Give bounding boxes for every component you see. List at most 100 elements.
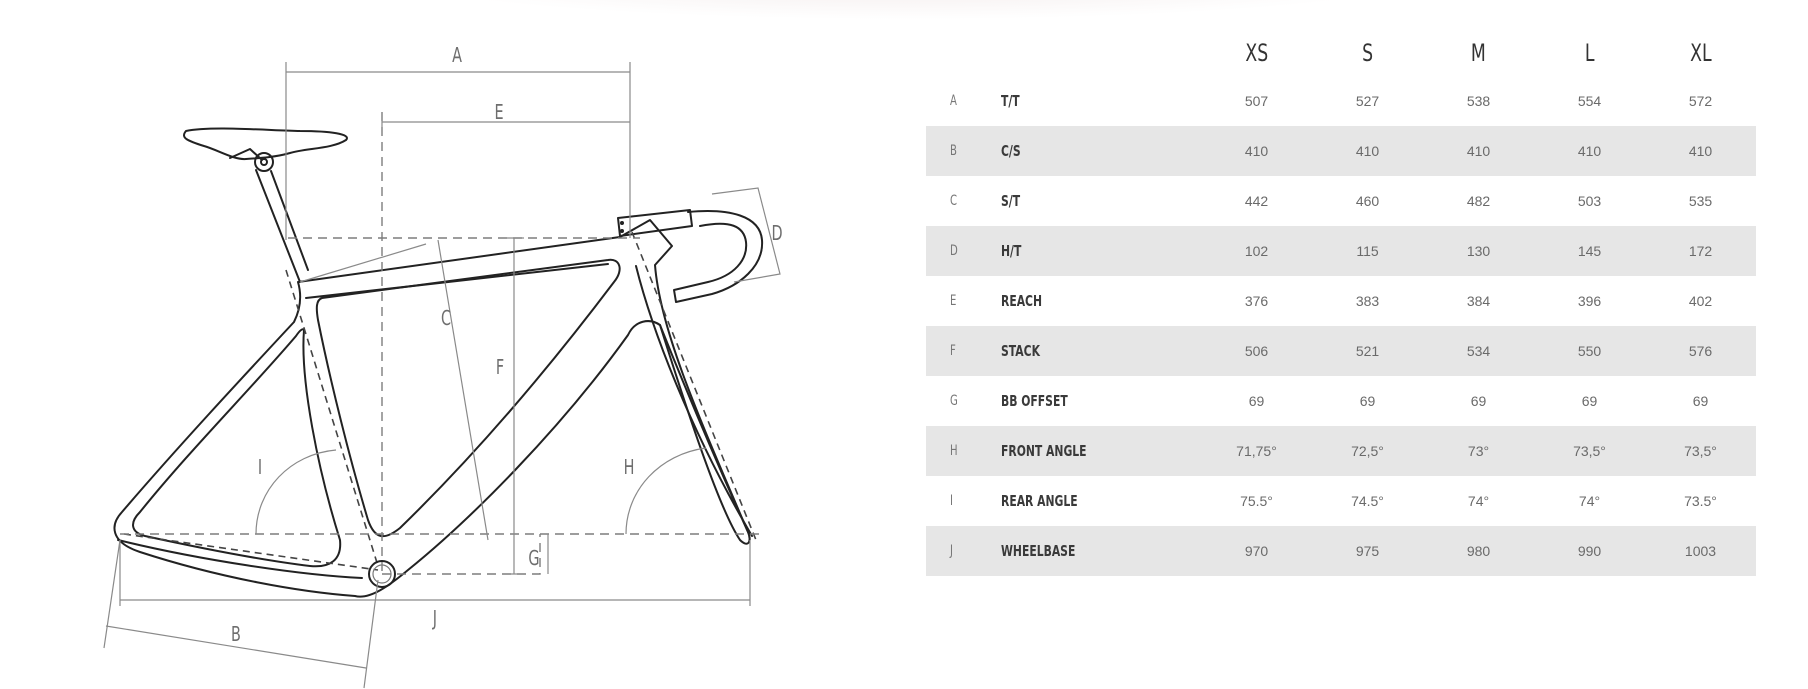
dimension-value: 534	[1423, 326, 1534, 376]
dimension-value: 402	[1688, 293, 1713, 309]
table-row: G BB OFFSET 69 69 69 69 69	[926, 376, 1756, 426]
table-row: E REACH 376 383 384 396 402	[926, 276, 1756, 326]
main-triangle-inner	[315, 258, 621, 538]
dimension-name: REAR ANGLE	[1001, 492, 1078, 510]
size-header: XS	[1245, 39, 1268, 67]
dim-label-j: J	[432, 608, 437, 631]
dimension-value: 990	[1534, 526, 1645, 576]
dim-label-h: H	[624, 457, 635, 480]
dimension-value: 102	[1201, 226, 1312, 276]
dimension-code: D	[926, 226, 1001, 276]
dimension-value: 506	[1201, 326, 1312, 376]
dimension-name: BB OFFSET	[1001, 392, 1068, 410]
dimension-value: 172	[1645, 226, 1756, 276]
dimension-code: G	[950, 393, 958, 409]
dimension-value: 507	[1244, 93, 1269, 109]
dimension-value: 115	[1312, 226, 1423, 276]
dimension-code: A	[950, 93, 957, 109]
dim-d-line	[711, 187, 781, 283]
stem-bolt-1	[620, 221, 624, 225]
dimension-value: 521	[1312, 326, 1423, 376]
dimension-value: 383	[1355, 293, 1380, 309]
dimension-value: 576	[1645, 326, 1756, 376]
stem	[617, 209, 693, 237]
dimension-code: E	[950, 293, 957, 309]
dim-f-line	[504, 237, 524, 575]
dimension-code: C	[950, 193, 958, 209]
dimension-value: 482	[1466, 193, 1491, 209]
dimension-value: 74°	[1578, 493, 1601, 509]
dimension-value: 69	[1692, 393, 1709, 409]
seatpost	[255, 169, 309, 283]
dimension-value: 73,5°	[1645, 426, 1756, 476]
dimension-value: 535	[1688, 193, 1713, 209]
dim-label-b: B	[231, 624, 241, 647]
dim-label-a: A	[452, 45, 462, 68]
size-header: XL	[1689, 39, 1712, 67]
dim-e-line	[381, 112, 630, 132]
dimension-value: 384	[1466, 293, 1491, 309]
dimension-value: 376	[1244, 293, 1269, 309]
dimension-name: T/T	[1001, 92, 1020, 110]
dimension-value: 69	[1470, 393, 1487, 409]
dimension-value: 145	[1534, 226, 1645, 276]
dimension-code: F	[926, 326, 1001, 376]
dimension-value: 73.5°	[1684, 493, 1717, 509]
chainstay-centerline	[123, 533, 379, 571]
dimension-value: 73,5°	[1534, 426, 1645, 476]
dimension-value: 74°	[1467, 493, 1490, 509]
seatpost-clamp	[254, 152, 274, 172]
dimension-name: S/T	[1001, 192, 1021, 210]
frame-geometry-diagram: A B C D E F G H I J	[103, 45, 783, 689]
dimension-value: 410	[1423, 126, 1534, 176]
dimension-code: B	[926, 126, 1001, 176]
saddle	[183, 127, 348, 161]
dimension-value: 554	[1577, 93, 1602, 109]
dim-a-line	[285, 62, 631, 240]
dimension-value: 396	[1577, 293, 1602, 309]
frame-outline	[113, 219, 751, 598]
dimension-value: 75.5°	[1240, 493, 1273, 509]
dimension-value: 69	[1248, 393, 1265, 409]
seatpost-clamp-bolt	[260, 158, 268, 166]
dim-label-e: E	[494, 102, 503, 125]
dimension-value: 410	[1201, 126, 1312, 176]
dimension-code: H	[926, 426, 1001, 476]
head-tube-centerline	[631, 231, 757, 541]
dimension-value: 503	[1577, 193, 1602, 209]
dimension-value: 69	[1359, 393, 1376, 409]
dimension-value: 74.5°	[1351, 493, 1384, 509]
dimension-value: 130	[1423, 226, 1534, 276]
dimension-value: 1003	[1645, 526, 1756, 576]
size-header: M	[1471, 39, 1486, 67]
rear-triangle-inner	[132, 328, 342, 568]
size-header-row: XS S M L XL	[926, 30, 1756, 76]
dimension-value: 538	[1466, 93, 1491, 109]
dimension-value: 410	[1645, 126, 1756, 176]
dimension-value: 550	[1534, 326, 1645, 376]
dimension-value: 980	[1423, 526, 1534, 576]
chainstay	[117, 539, 363, 579]
stem-bolt-2	[620, 229, 624, 233]
dim-label-f: F	[496, 357, 504, 380]
dimension-name: STACK	[1001, 326, 1201, 376]
dimension-name: H/T	[1001, 226, 1201, 276]
dimension-name: REACH	[1001, 292, 1043, 310]
dimension-value: 69	[1581, 393, 1598, 409]
fork	[635, 265, 753, 537]
dimension-value: 410	[1534, 126, 1645, 176]
dimension-name: C/S	[1001, 126, 1201, 176]
dimension-name: FRONT ANGLE	[1001, 426, 1201, 476]
size-header: S	[1362, 39, 1373, 67]
dimension-value: 73°	[1423, 426, 1534, 476]
seat-tube-centerline	[285, 269, 379, 567]
dimension-value: 71,75°	[1201, 426, 1312, 476]
dimension-value: 975	[1312, 526, 1423, 576]
dim-c-line	[299, 239, 489, 541]
